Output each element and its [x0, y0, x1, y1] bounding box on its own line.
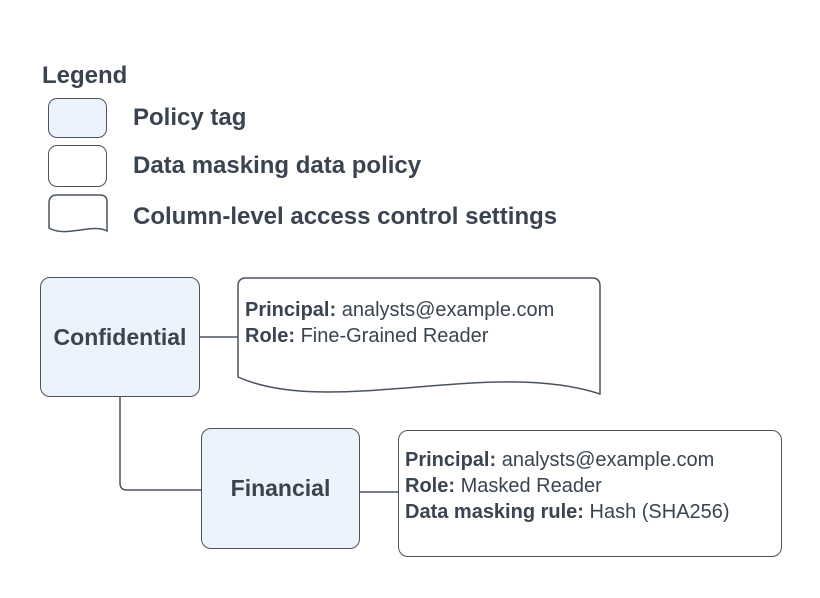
legend-label: Column-level access control settings [133, 202, 558, 230]
data-masking-policy-swatch [48, 145, 107, 187]
policy-tag-swatch [48, 98, 107, 138]
legend-label: Data masking data policy [133, 152, 422, 179]
principal-line: Principal: analysts@example.com [245, 297, 554, 323]
legend-title: Legend [42, 62, 128, 89]
access-settings-document-shape [237, 277, 601, 396]
role-value: Fine-Grained Reader [300, 325, 489, 347]
data-masking-policy-box: Principal: analysts@example.com Role: Ma… [398, 430, 782, 557]
policy-tag-financial: Financial [201, 428, 360, 549]
role-value: Masked Reader [460, 475, 602, 497]
principal-line: Principal: analysts@example.com [405, 447, 775, 473]
legend-item-data-masking-policy: Data masking data policy [48, 145, 421, 187]
masking-rule-line: Data masking rule: Hash (SHA256) [405, 499, 775, 525]
principal-label: Principal: [405, 449, 497, 471]
legend-label: Policy tag [133, 104, 247, 131]
policy-tag-label: Confidential [53, 323, 187, 350]
document-shape-icon [48, 194, 108, 233]
legend-item-column-access-settings: Column-level access control settings [48, 194, 557, 239]
principal-label: Principal: [245, 299, 337, 321]
policy-tag-label: Financial [230, 475, 331, 501]
legend-item-policy-tag: Policy tag [48, 98, 246, 138]
role-line: Role: Masked Reader [405, 473, 775, 499]
column-access-settings-swatch [48, 194, 108, 239]
policy-tag-confidential: Confidential [40, 277, 200, 397]
principal-value: analysts@example.com [341, 299, 555, 321]
masking-rule-label: Data masking rule: [405, 501, 584, 523]
connector-confidential-to-financial [119, 397, 201, 491]
role-label: Role: [245, 325, 295, 347]
principal-value: analysts@example.com [501, 449, 715, 471]
role-line: Role: Fine-Grained Reader [245, 323, 554, 349]
masking-rule-value: Hash (SHA256) [589, 501, 730, 523]
access-settings-text: Principal: analysts@example.com Role: Fi… [245, 297, 554, 349]
role-label: Role: [405, 475, 455, 497]
